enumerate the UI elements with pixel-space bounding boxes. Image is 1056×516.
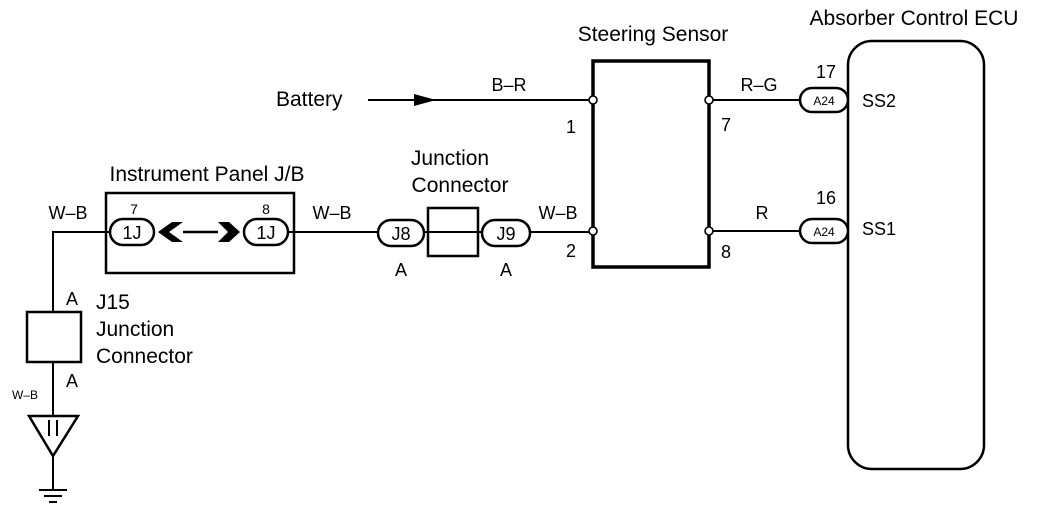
- j15-title-line1: Junction: [96, 318, 174, 341]
- ground-circuit: W–B A A J15 Junction Connector W–B: [12, 203, 193, 503]
- jb-pin-8: 8: [262, 201, 270, 217]
- j15-code: J15: [96, 291, 130, 314]
- steering-sensor-title: Steering Sensor: [578, 23, 729, 46]
- ecu-pin-17: 17: [816, 62, 836, 82]
- connector-j8-label: J8: [391, 224, 410, 244]
- ss1-wire-color: R: [756, 203, 769, 223]
- instrument-panel-jb: Instrument Panel J/B 1J 7 1J 8: [104, 163, 305, 275]
- absorber-control-ecu: Absorber Control ECU 17 16 SS2 SS1: [810, 7, 1019, 471]
- j15-side-top: A: [66, 289, 78, 309]
- battery-circuit: Battery B–R: [276, 75, 589, 111]
- junction-connector-title-line1: Junction: [411, 147, 489, 170]
- ecu-connector-a24-bottom: [798, 217, 850, 245]
- battery-arrow-icon: [414, 94, 436, 106]
- ground-wire-top: [52, 231, 110, 312]
- ecu-connector-a24-top-label: A24: [813, 94, 835, 108]
- connector-j8-side: A: [395, 260, 407, 280]
- ecu-connector-a24-bottom-label: A24: [813, 225, 835, 239]
- junction-connector-title-line2: Connector: [412, 174, 509, 197]
- jb-internal-link-icon: [158, 222, 240, 242]
- ecu-title: Absorber Control ECU: [810, 7, 1019, 30]
- ecu-signal-ss2: SS2: [862, 91, 896, 111]
- wire-jb-to-j8-color: W–B: [312, 203, 351, 223]
- ground-wire-color-small: W–B: [12, 388, 38, 402]
- steering-sensor-terminal-1: [588, 95, 598, 105]
- ground-wire-color: W–B: [48, 203, 87, 223]
- j15-connector-block: [25, 310, 83, 364]
- steering-sensor-terminal-8: [704, 226, 714, 236]
- jb-pin-7: 7: [130, 201, 138, 217]
- ecu-pin-16: 16: [816, 188, 836, 208]
- steering-sensor-terminal-2: [588, 226, 598, 236]
- jb-connector-1j-right-label: 1J: [256, 223, 275, 243]
- steering-sensor-pin-2: 2: [566, 241, 576, 261]
- ss2-circuit: R–G A24: [713, 75, 850, 114]
- steering-sensor-pin-7: 7: [721, 115, 731, 135]
- ecu-body: [846, 39, 986, 471]
- earth-ground-icon: [39, 489, 67, 503]
- ss1-circuit: R A24: [713, 203, 850, 245]
- ecu-signal-ss1: SS1: [862, 219, 896, 239]
- connector-j9-side: A: [500, 260, 512, 280]
- ground-point-icon: [26, 414, 81, 459]
- j15-side-bottom: A: [66, 371, 78, 391]
- connector-j9-label: J9: [496, 224, 515, 244]
- j15-title-line2: Connector: [96, 345, 193, 368]
- battery-wire-color: B–R: [491, 75, 526, 95]
- battery-label: Battery: [276, 88, 343, 111]
- ss2-wire-color: R–G: [740, 75, 777, 95]
- jb-to-sensor-circuit: W–B J8 A J9 A Junction Connector W–B: [288, 147, 589, 280]
- steering-sensor-pin-1: 1: [566, 117, 576, 137]
- steering-sensor-pin-8: 8: [721, 242, 731, 262]
- steering-sensor: Steering Sensor 1 2 7 8: [566, 23, 731, 269]
- jb-title: Instrument Panel J/B: [110, 163, 305, 186]
- jb-connector-1j-left-label: 1J: [122, 223, 141, 243]
- wire-j9-to-sensor-color: W–B: [538, 203, 577, 223]
- steering-sensor-body: [591, 59, 711, 269]
- steering-sensor-terminal-7: [704, 95, 714, 105]
- ecu-connector-a24-top: [798, 86, 850, 114]
